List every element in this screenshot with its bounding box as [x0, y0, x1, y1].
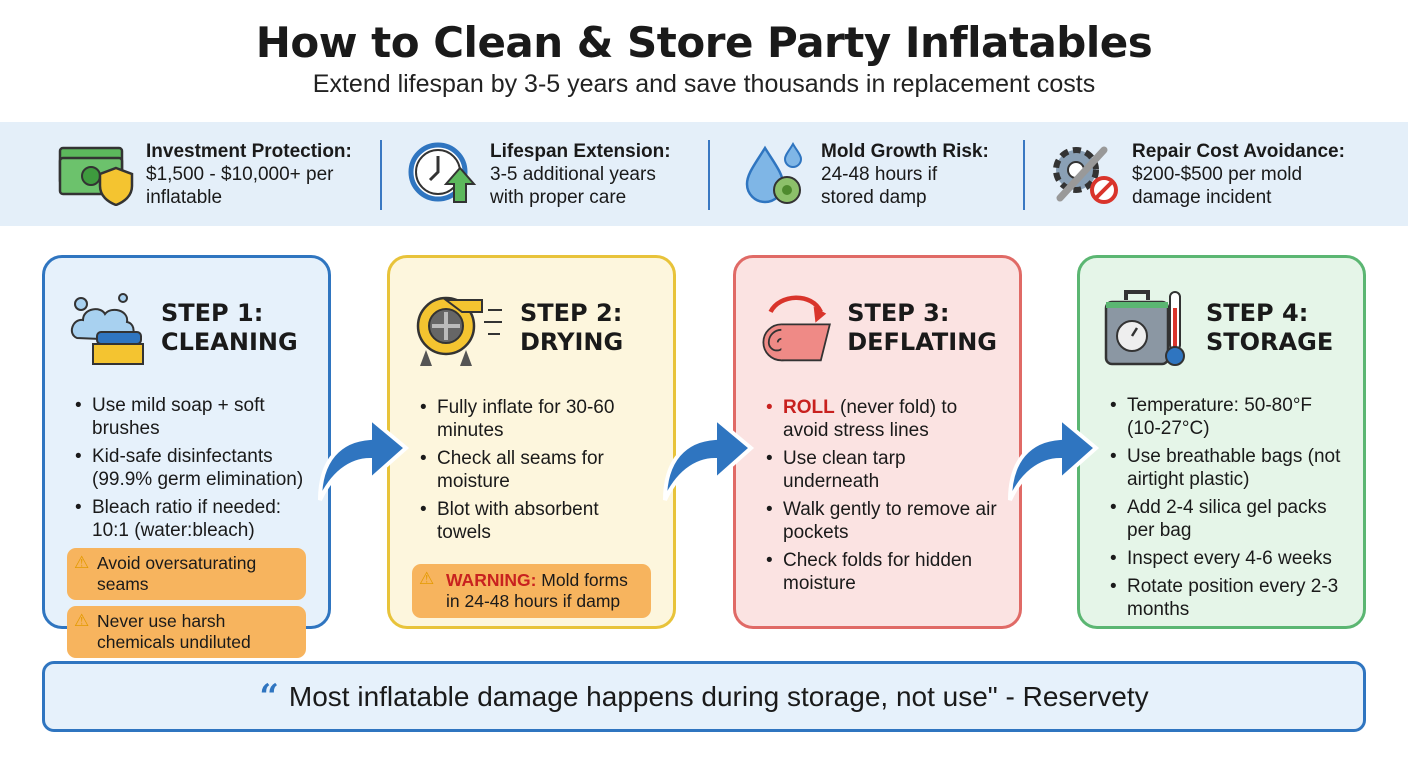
warning-icon: ⚠ — [74, 611, 90, 630]
stat-mold: Mold Growth Risk:24-48 hours if stored d… — [743, 140, 989, 209]
step-title: DRYING — [520, 328, 624, 356]
stat-label: Investment Protection: — [146, 141, 352, 162]
step-title: DEFLATING — [847, 328, 997, 356]
divider — [380, 140, 382, 210]
page-title: How to Clean & Store Party Inflatables — [255, 18, 1153, 67]
bullet: Inspect every 4-6 weeks — [1102, 547, 1341, 570]
step-card-storage: STEP 4:STORAGE Temperature: 50-80°F (10-… — [1077, 255, 1366, 629]
warning-text: Mold forms in 24-48 hours if damp — [446, 570, 628, 611]
bullet: Fully inflate for 30-60 minutes — [412, 396, 651, 442]
clock-arrow-up-icon — [408, 142, 477, 203]
step-bullets: Temperature: 50-80°F (10-27°C) Use breat… — [1102, 394, 1341, 621]
step-number: STEP 1: — [161, 299, 264, 327]
bag-thermometer-icon — [1104, 290, 1185, 366]
warning-text: Avoid oversaturating seams — [97, 553, 257, 594]
step-number: STEP 3: — [847, 299, 950, 327]
divider — [1023, 140, 1025, 210]
bullet: Use mild soap + soft brushes — [67, 394, 306, 440]
money-shield-icon — [58, 146, 134, 206]
step-number: STEP 2: — [520, 299, 623, 327]
step-card-cleaning: STEP 1:CLEANING Use mild soap + soft bru… — [42, 255, 331, 658]
bullet: Use clean tarp underneath — [758, 447, 997, 493]
stat-text: $200-$500 per mold damage incident — [1132, 164, 1303, 208]
stat-label: Lifespan Extension: — [490, 141, 671, 162]
stat-label: Mold Growth Risk: — [821, 141, 989, 162]
stat-repair: Repair Cost Avoidance:$200-$500 per mold… — [1048, 140, 1345, 209]
arrow-right-icon — [1008, 413, 1100, 501]
stat-text: 24-48 hours if stored damp — [821, 164, 938, 208]
warning-box: ⚠ Never use harsh chemicals undiluted — [67, 606, 306, 658]
step-title: STORAGE — [1206, 328, 1334, 356]
bullet: ROLL (never fold) to avoid stress lines — [758, 396, 997, 442]
warning-text: Never use harsh chemicals undiluted — [97, 611, 251, 652]
bullet: Use breathable bags (not airtight plasti… — [1102, 445, 1341, 491]
blower-fan-icon — [416, 296, 502, 366]
divider — [708, 140, 710, 210]
bullet: Blot with absorbent towels — [412, 498, 651, 544]
step-title: CLEANING — [161, 328, 298, 356]
soap-brush-icon — [70, 293, 144, 365]
stat-label: Repair Cost Avoidance: — [1132, 141, 1345, 162]
stat-investment: Investment Protection:$1,500 - $10,000+ … — [58, 140, 361, 209]
warning-icon: ⚠ — [74, 553, 90, 572]
bullet: Bleach ratio if needed: 10:1 (water:blea… — [67, 496, 306, 542]
page-subtitle: Extend lifespan by 3-5 years and save th… — [312, 70, 1096, 98]
quote-mark-icon: “ — [259, 676, 279, 717]
arrow-right-icon — [663, 413, 755, 501]
bullet-text: (never fold) to avoid stress lines — [783, 397, 958, 441]
bullet: Rotate position every 2-3 months — [1102, 575, 1341, 621]
quote-text: Most inflatable damage happens during st… — [288, 680, 1149, 712]
step-bullets: Fully inflate for 30-60 minutes Check al… — [412, 396, 651, 544]
gear-wrench-no-icon — [1053, 146, 1118, 204]
arrow-right-icon — [318, 413, 410, 501]
quote-box: “ Most inflatable damage happens during … — [42, 661, 1366, 732]
warning-icon: ⚠ — [419, 569, 435, 588]
stat-lifespan: Lifespan Extension:3-5 additional years … — [408, 140, 680, 209]
stats-band: Investment Protection:$1,500 - $10,000+ … — [0, 122, 1408, 226]
stat-text: 3-5 additional years with proper care — [490, 164, 656, 208]
warning-box: ⚠ Avoid oversaturating seams — [67, 548, 306, 600]
step-bullets: ROLL (never fold) to avoid stress lines … — [758, 396, 997, 595]
bullet: Check all seams for moisture — [412, 447, 651, 493]
step-card-deflating: STEP 3:DEFLATING ROLL (never fold) to av… — [733, 255, 1022, 629]
bullet: Add 2-4 silica gel packs per bag — [1102, 496, 1341, 542]
step-bullets: Use mild soap + soft brushes Kid-safe di… — [67, 394, 306, 542]
bullet: Kid-safe disinfectants (99.9% germ elimi… — [67, 445, 306, 491]
step-card-drying: STEP 2:DRYING Fully inflate for 30-60 mi… — [387, 255, 676, 629]
water-drop-mold-icon — [745, 141, 803, 204]
warning-box: ⚠ WARNING: Mold forms in 24-48 hours if d… — [412, 564, 651, 618]
bullet: Temperature: 50-80°F (10-27°C) — [1102, 394, 1341, 440]
bullet: Check folds for hidden moisture — [758, 549, 997, 595]
stat-text: $1,500 - $10,000+ per inflatable — [146, 164, 334, 208]
bullet: Walk gently to remove air pockets — [758, 498, 997, 544]
step-number: STEP 4: — [1206, 299, 1309, 327]
emphasis-text: ROLL — [783, 397, 835, 418]
roll-arrow-icon — [762, 295, 831, 362]
warning-label: WARNING: — [446, 570, 537, 590]
